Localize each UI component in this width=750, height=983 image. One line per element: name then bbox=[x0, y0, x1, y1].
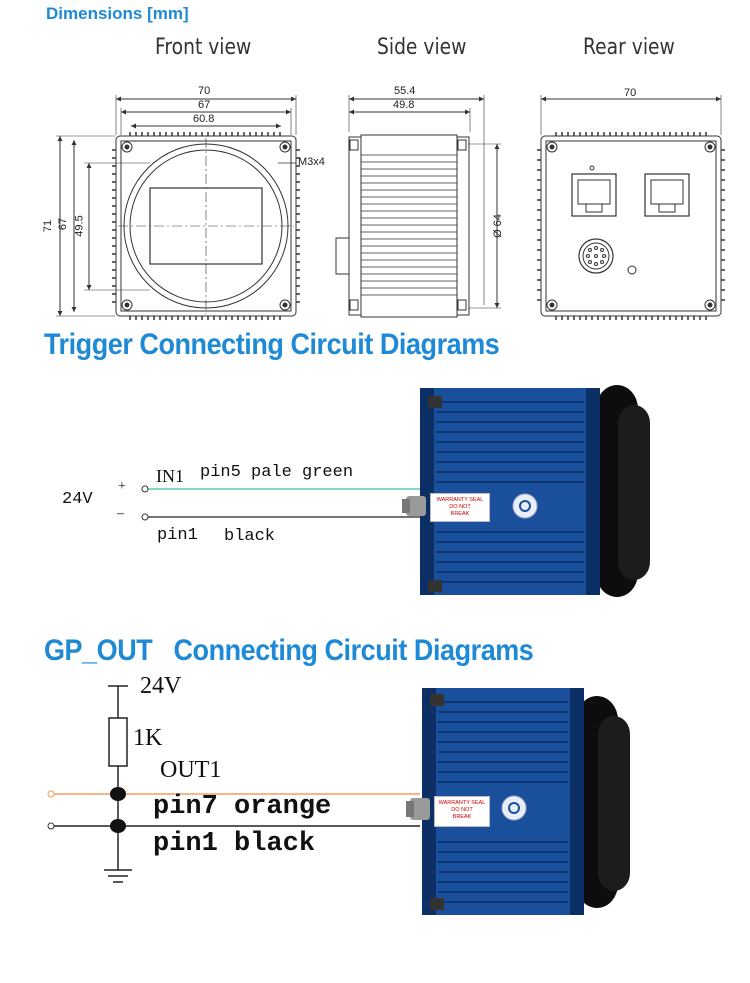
gpout-resistor bbox=[108, 717, 128, 767]
trigger-heading: Trigger Connecting Circuit Diagrams bbox=[44, 328, 500, 361]
gpout-junction-pin7 bbox=[110, 787, 126, 801]
trigger-terminal-minus bbox=[141, 513, 149, 521]
screw-label: M3x4 bbox=[298, 156, 325, 168]
side-length-55-4: 55.4 bbox=[394, 85, 416, 97]
side-view-title: Side view bbox=[377, 35, 467, 60]
rear-view-drawing bbox=[537, 95, 725, 320]
gpout-out-label: OUT1 bbox=[160, 757, 222, 783]
trigger-in-label: IN1 bbox=[156, 466, 184, 486]
gpout-voltage: 24V bbox=[140, 673, 182, 699]
side-view-drawing bbox=[335, 95, 501, 318]
front-width-70: 70 bbox=[198, 85, 211, 97]
warranty-line-3: BREAK bbox=[450, 511, 470, 517]
gpout-warranty-seal: WARRANTY SEAL DO NOT BREAK bbox=[434, 796, 490, 827]
rear-width-70: 70 bbox=[624, 87, 637, 99]
trigger-warranty-seal: WARRANTY SEAL DO NOT BREAK bbox=[430, 493, 490, 522]
warranty-line-1: WARRANTY SEAL bbox=[436, 497, 484, 503]
trigger-camera-image bbox=[402, 385, 650, 597]
gpout-terminal-pin1 bbox=[47, 822, 55, 830]
trigger-plus: + bbox=[118, 479, 126, 494]
front-view-title: Front view bbox=[155, 35, 252, 60]
side-length-49-8: 49.8 bbox=[393, 99, 415, 111]
front-width-67: 67 bbox=[198, 99, 211, 111]
warranty-line-2: DO NOT bbox=[449, 504, 471, 510]
dimensions-heading: Dimensions [mm] bbox=[46, 4, 189, 23]
warranty-line-2: DO NOT bbox=[451, 807, 473, 813]
warranty-line-3: BREAK bbox=[452, 814, 472, 820]
gpout-pin1-label: pin1 black bbox=[153, 829, 316, 859]
gpout-terminal-pin7 bbox=[47, 790, 55, 798]
warranty-line-1: WARRANTY SEAL bbox=[438, 800, 486, 806]
front-view-drawing bbox=[56, 95, 300, 320]
trigger-pin5-label: pin5 pale green bbox=[200, 463, 354, 482]
rear-view-title: Rear view bbox=[583, 35, 675, 60]
gpout-resistor-label: 1K bbox=[133, 725, 163, 751]
front-width-60-8: 60.8 bbox=[193, 113, 215, 125]
trigger-terminal-plus bbox=[141, 485, 149, 493]
gpout-heading: GP_OUT Connecting Circuit Diagrams bbox=[44, 634, 534, 667]
gpout-camera-image bbox=[406, 688, 630, 915]
trigger-voltage: 24V bbox=[62, 490, 93, 509]
trigger-pin1-color: black bbox=[224, 527, 276, 546]
trigger-pin1-label: pin1 bbox=[157, 526, 198, 545]
gpout-junction-pin1 bbox=[110, 819, 126, 833]
trigger-minus: – bbox=[117, 506, 124, 521]
gpout-pin7-label: pin7 orange bbox=[153, 792, 332, 822]
